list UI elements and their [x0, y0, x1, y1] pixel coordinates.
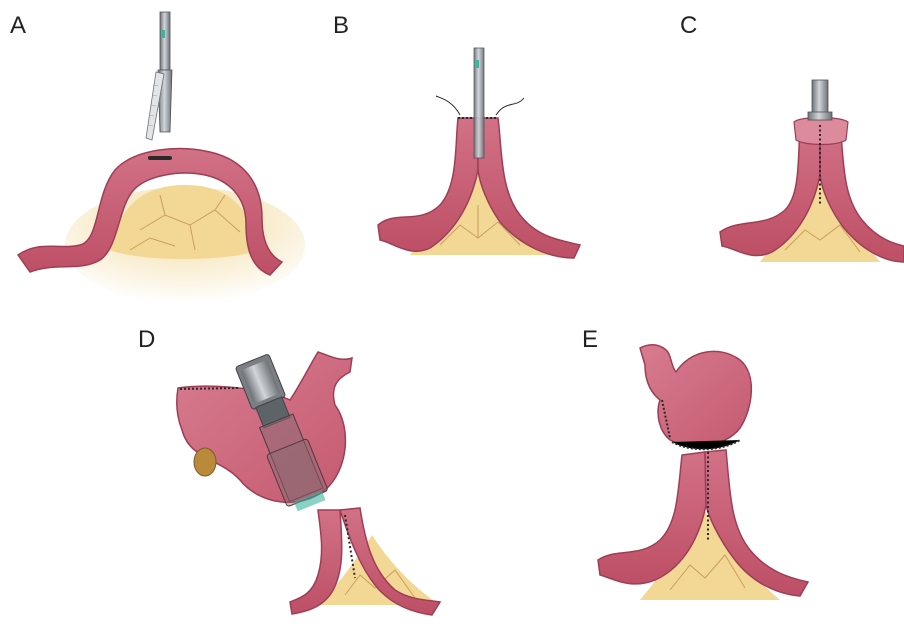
panel-label-a: A: [10, 14, 26, 38]
panel-label-c: C: [680, 14, 697, 38]
panel-e-stomach-remnant: [640, 345, 751, 446]
panel-b-stay-suture-left: [436, 96, 460, 115]
panel-b-illustration: [378, 48, 580, 258]
panel-a-linear-stapler: [146, 12, 172, 140]
panel-d-gastric-lesion: [194, 448, 216, 476]
panel-e-illustration: [598, 345, 808, 600]
panel-d-illustration: [177, 352, 440, 615]
panel-c-anvil: [808, 80, 832, 120]
panel-b-stay-suture-right: [496, 98, 524, 115]
panel-a-illustration: [18, 12, 305, 303]
panel-a-enterotomy: [148, 156, 172, 160]
panel-b-linear-stapler: [474, 48, 484, 158]
panel-d-gastric-staple-line: [180, 388, 238, 389]
panel-c-illustration: [720, 80, 904, 262]
panel-label-d: D: [138, 328, 155, 352]
panel-label-e: E: [582, 328, 598, 352]
panel-label-b: B: [333, 14, 349, 38]
